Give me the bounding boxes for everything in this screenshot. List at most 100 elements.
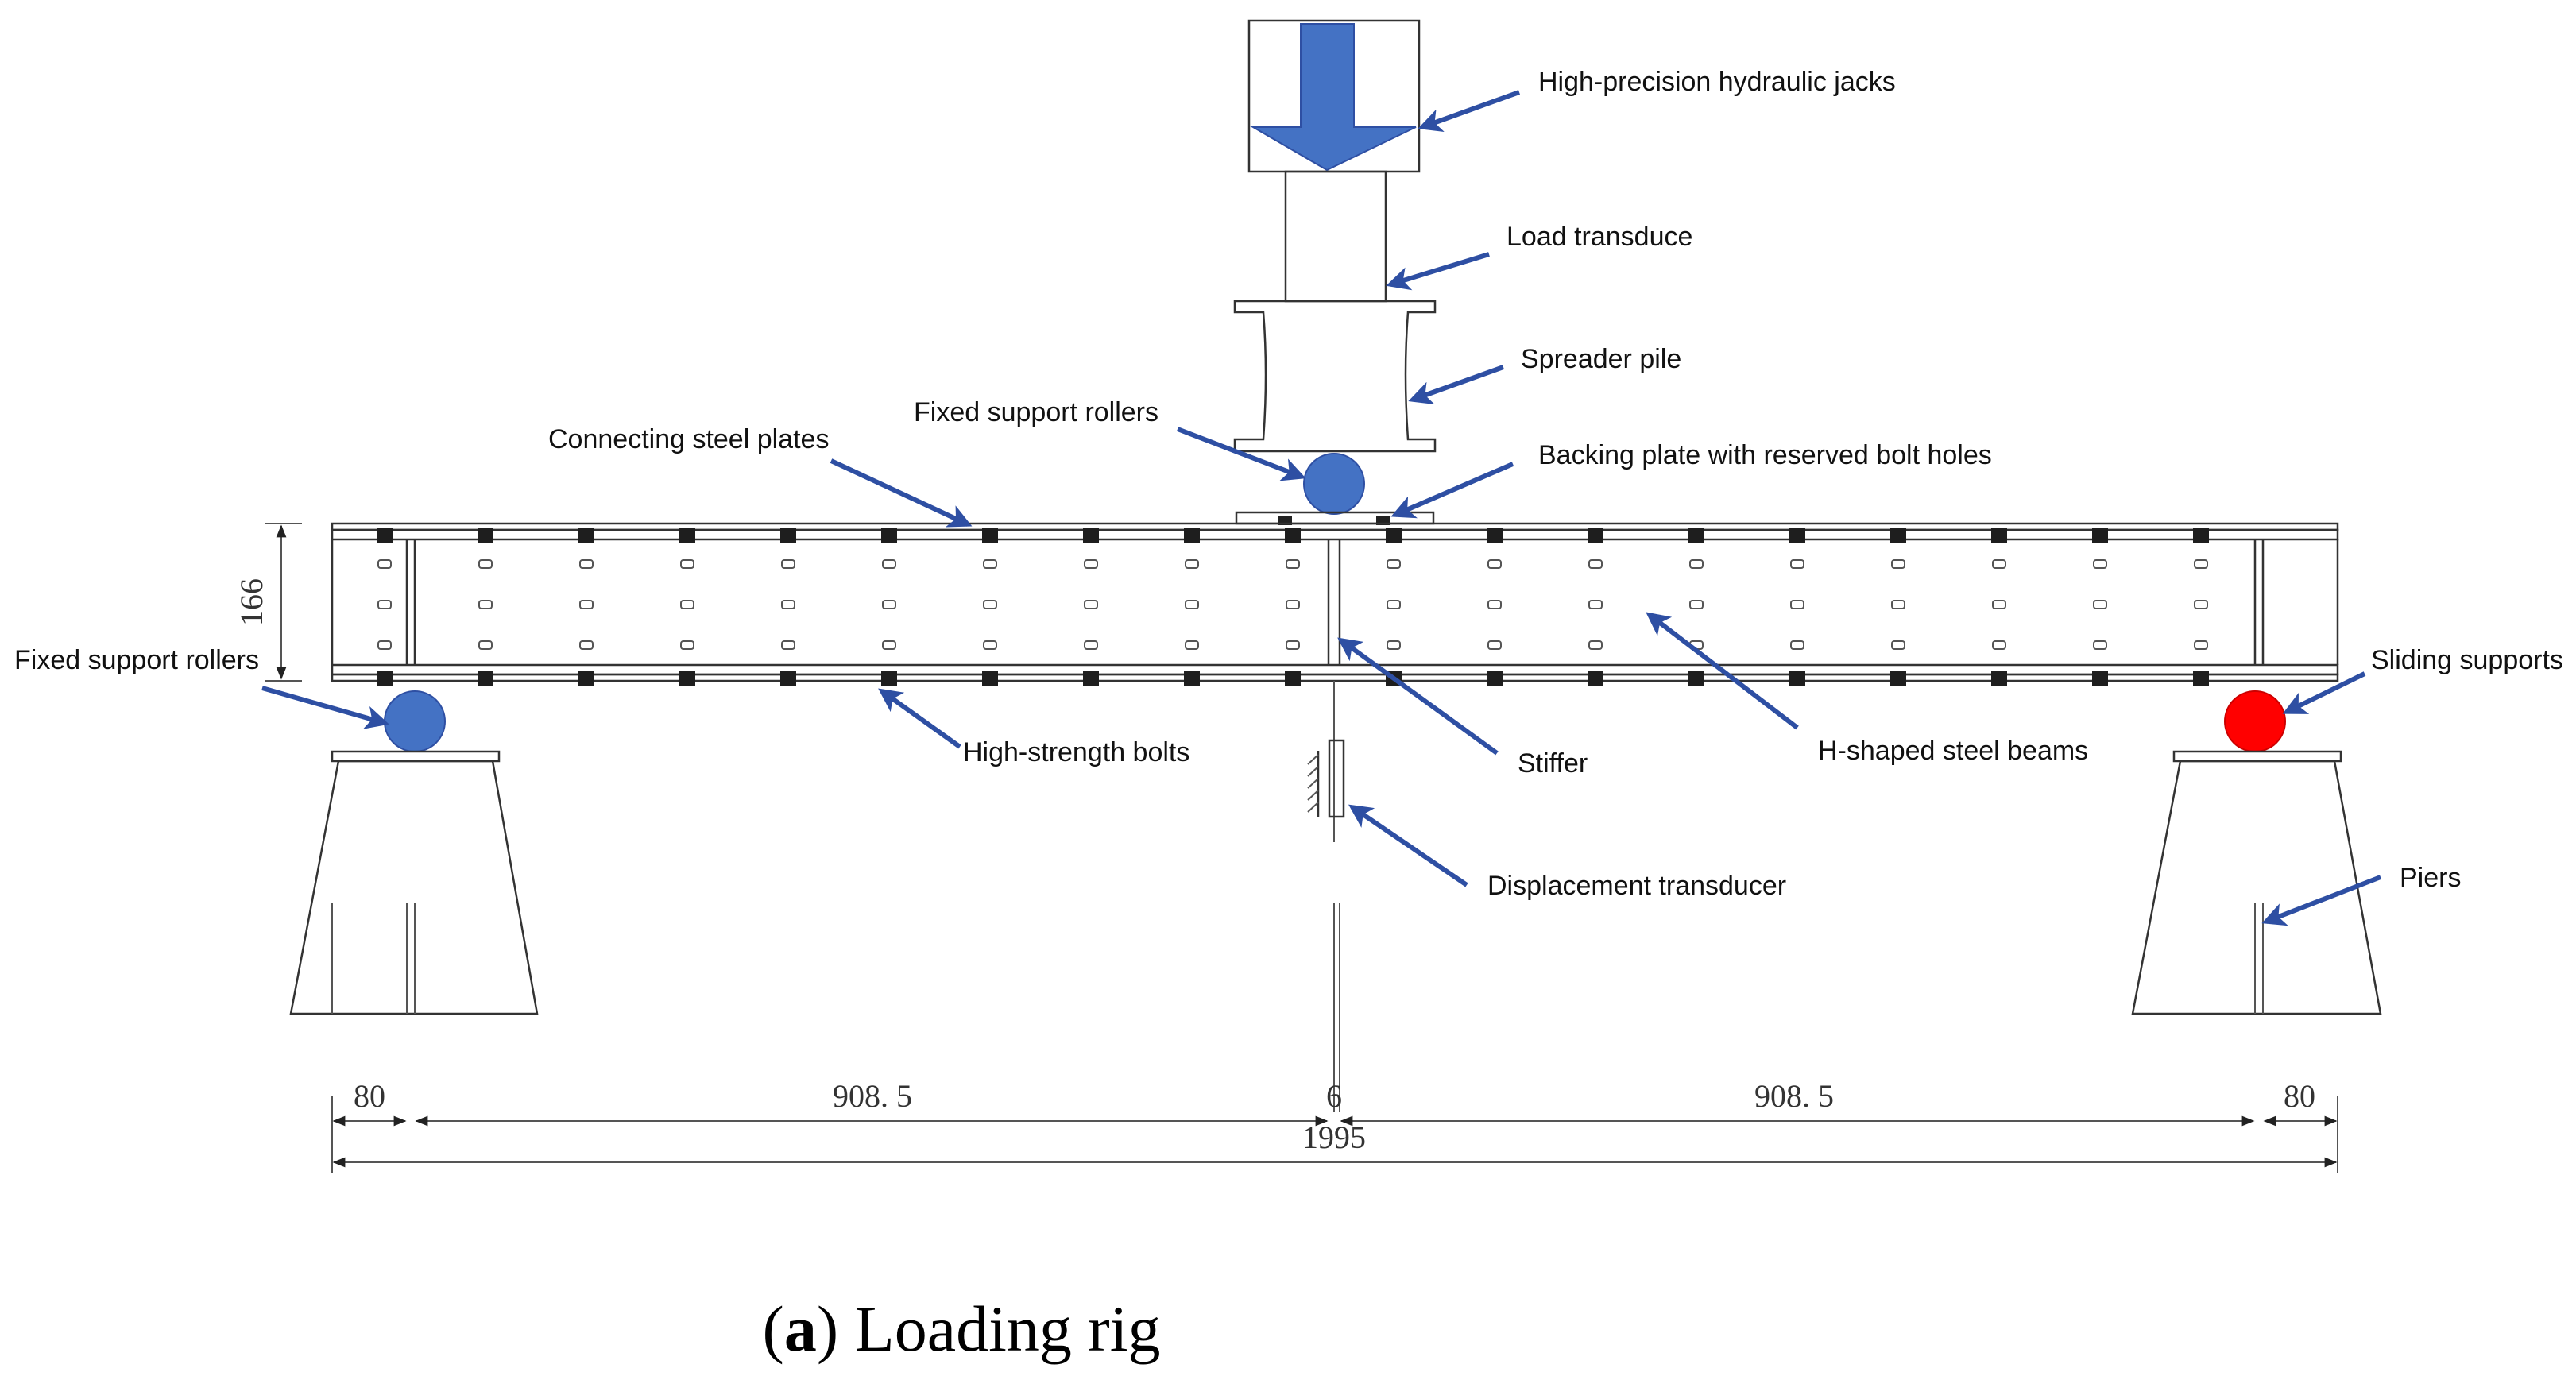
label-load-transducer: Load transduce: [1507, 222, 1692, 252]
bolt: [1083, 671, 1099, 686]
bolt: [881, 528, 897, 543]
dimension-height: 166: [234, 523, 302, 682]
displacement-transducer: [1307, 681, 1345, 1112]
bolt: [1890, 671, 1906, 686]
bolt: [881, 671, 897, 686]
bolt: [2092, 528, 2108, 543]
jack-load-arrow-icon: [1250, 23, 1417, 172]
bolt-hole: [983, 600, 997, 609]
bolt-hole: [2194, 559, 2208, 569]
arrow-h-beams: [1646, 612, 1799, 730]
bolt: [982, 528, 998, 543]
bolt-hole: [781, 559, 795, 569]
pier-left: [289, 750, 539, 1015]
bolt: [1588, 528, 1603, 543]
bolt: [2092, 671, 2108, 686]
bolt-hole: [1992, 600, 2006, 609]
bolt-hole: [1286, 559, 1300, 569]
bolt-hole: [1588, 559, 1603, 569]
bolt-hole: [579, 559, 594, 569]
bolt-hole: [478, 559, 493, 569]
bolt-hole: [377, 559, 392, 569]
bolt-hole: [983, 640, 997, 650]
bolt: [1991, 671, 2007, 686]
bolt-hole: [1790, 559, 1804, 569]
bolt: [1285, 671, 1301, 686]
bolt-hole: [1286, 600, 1300, 609]
bolt: [1184, 671, 1200, 686]
bolt: [578, 671, 594, 686]
bolt: [982, 671, 998, 686]
bolt-hole: [1084, 600, 1098, 609]
dim-right-span: 908. 5: [1754, 1078, 1834, 1114]
bolt-hole: [2194, 600, 2208, 609]
bolt-hole: [1891, 559, 1905, 569]
bolt-hole: [1387, 640, 1401, 650]
bolt-hole: [2093, 559, 2107, 569]
bolt-hole: [377, 600, 392, 609]
bolt-hole: [377, 640, 392, 650]
arrow-displacement: [1348, 804, 1468, 887]
center-stiffener: [1327, 539, 1341, 665]
bolt-hole: [1387, 559, 1401, 569]
arrow-load-transducer: [1386, 252, 1490, 291]
arrow-fixed-rollers-left: [261, 686, 389, 729]
sliding-support-right: [2224, 690, 2286, 752]
bolt: [1789, 528, 1805, 543]
bolt-hole: [1487, 600, 1502, 609]
bolt-hole: [1487, 640, 1502, 650]
bolt: [780, 528, 796, 543]
bolt: [1487, 528, 1503, 543]
bolt-hole: [781, 640, 795, 650]
dim-left-overhang: 80: [354, 1078, 385, 1114]
dim-height-label: 166: [234, 578, 269, 626]
labels: High-precision hydraulic jacks Load tran…: [14, 67, 2563, 901]
label-displacement: Displacement transducer: [1487, 871, 1786, 901]
high-strength-bolts: [377, 528, 2209, 686]
bolt: [377, 528, 393, 543]
bolt-hole: [781, 600, 795, 609]
label-piers: Piers: [2400, 863, 2461, 893]
bolt: [679, 671, 695, 686]
bolt: [679, 528, 695, 543]
bolt-hole: [478, 600, 493, 609]
bolt-hole: [1790, 600, 1804, 609]
bolt: [1487, 671, 1503, 686]
web-bolt-holes: [377, 559, 2208, 650]
caption-close-paren: ): [817, 1293, 838, 1365]
bolt-hole: [680, 640, 694, 650]
end-stiffener-right: [2253, 539, 2265, 665]
bolt: [1285, 528, 1301, 543]
bolt-hole: [1992, 640, 2006, 650]
arrow-fixed-rollers-top: [1176, 427, 1306, 481]
bolt: [478, 671, 493, 686]
bolt-hole: [478, 640, 493, 650]
bolt-hole: [1487, 559, 1502, 569]
bolt: [1588, 671, 1603, 686]
bolt-hole: [1185, 640, 1199, 650]
label-connecting-plates: Connecting steel plates: [548, 424, 829, 454]
bolt-hole: [882, 559, 896, 569]
label-fixed-rollers-top: Fixed support rollers: [914, 397, 1158, 427]
dimension-row: 80 908. 5 6 908. 5 80 1995: [331, 1078, 2338, 1173]
arrow-stiffer: [1337, 637, 1499, 756]
hydraulic-jack: [1247, 19, 1421, 173]
bolt: [1184, 528, 1200, 543]
dim-center-gap: 6: [1326, 1078, 1342, 1114]
bolt: [478, 528, 493, 543]
bolt-hole: [1689, 559, 1704, 569]
label-h-beams: H-shaped steel beams: [1818, 736, 2088, 766]
caption-letter: a: [784, 1293, 817, 1365]
bolt-hole: [2093, 640, 2107, 650]
label-bolts: High-strength bolts: [963, 737, 1189, 767]
figure-caption: (a) Loading rig: [763, 1293, 1161, 1365]
bolt-hole: [1185, 559, 1199, 569]
fixed-support-roller-left: [384, 690, 446, 752]
label-backing-plate: Backing plate with reserved bolt holes: [1538, 440, 1992, 470]
bolt-hole: [579, 640, 594, 650]
spreader-pile: [1233, 300, 1437, 453]
bolt-hole: [1084, 640, 1098, 650]
label-sliding-supports: Sliding supports: [2371, 645, 2563, 675]
dim-right-overhang: 80: [2284, 1078, 2315, 1114]
